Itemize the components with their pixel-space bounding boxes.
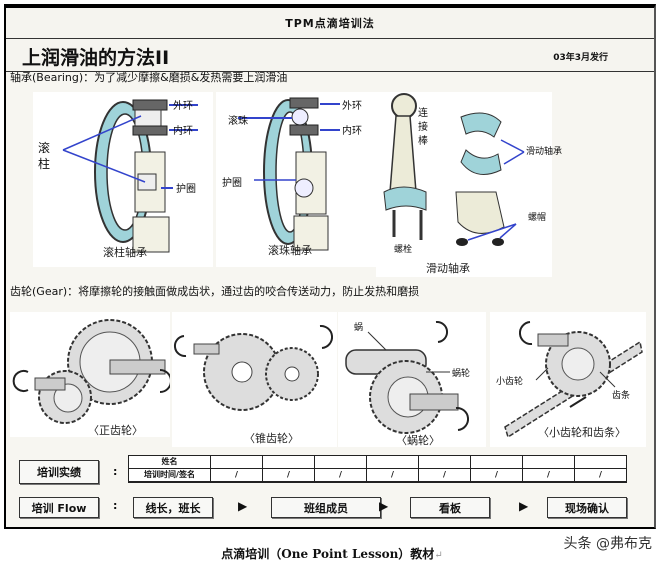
name-cell[interactable] — [262, 455, 315, 469]
time-signature-cell[interactable]: / — [262, 468, 315, 483]
roller-bearing-illustration — [62, 99, 198, 253]
watermark: 头条 @弗布克 — [563, 536, 652, 552]
footer-caption: 点滴培训（One Point Lesson）教材↵ — [0, 545, 664, 562]
name-cell[interactable] — [522, 455, 575, 469]
caption-worm-gear: 〈蜗轮〉 — [396, 434, 440, 447]
rack-pinion-figure: 小齿轮 齿条 〈小齿轮和齿条〉 — [490, 312, 646, 447]
issue-date: 03年3月发行 — [553, 53, 608, 63]
flow-step-board: 看板 — [410, 497, 490, 518]
label-worm: 蜗 — [354, 323, 364, 333]
sliding-bearing-figure: 连 接 棒 滑动轴承 螺帽 螺栓 滑动轴承 — [376, 92, 562, 277]
label-inner-ring: 内环 — [173, 126, 193, 137]
spur-gear-illustration — [12, 319, 172, 424]
time-signature-cell[interactable]: / — [574, 468, 627, 483]
ball-bearing-illustration — [238, 97, 340, 251]
label-nut: 螺帽 — [528, 213, 547, 223]
name-cell[interactable] — [366, 455, 419, 469]
spur-gear-figure: 〈正齿轮〉 — [10, 312, 172, 437]
colon: : — [113, 499, 118, 512]
caption-roller-bearing: 滚柱轴承 — [103, 246, 147, 259]
footer-text: 点滴培训（One Point Lesson）教材 — [221, 547, 435, 561]
label-rod-2: 接 — [418, 122, 428, 133]
time-signature-row: 培训时间/签名 / / / / / / / / — [128, 468, 627, 483]
flow-step-onsite-check: 现场确认 — [547, 497, 627, 518]
label-rod-1: 连 — [418, 108, 428, 119]
label-cage: 护圈 — [176, 184, 196, 195]
bevel-gear-figure: 〈锥齿轮〉 — [172, 312, 337, 447]
training-record-label: 培训实绩 — [19, 460, 99, 484]
connecting-rod-illustration — [383, 93, 525, 246]
banner: TPM点滴培训法 — [6, 8, 654, 39]
time-signature-cell[interactable]: / — [314, 468, 367, 483]
training-flow-label: 培训 Flow — [19, 497, 99, 518]
name-cell[interactable] — [314, 455, 367, 469]
title-row: 上润滑油的方法II 03年3月发行 — [6, 39, 654, 72]
name-cell[interactable] — [210, 455, 263, 469]
return-mark-icon: ↵ — [434, 550, 443, 561]
flow-arrow-icon: ▶ — [238, 499, 248, 513]
ball-bearing-figure: 滚珠 外环 内环 护圈 滚珠轴承 — [216, 92, 376, 267]
label-ball: 滚珠 — [228, 116, 248, 127]
time-signature-cell[interactable]: / — [210, 468, 263, 483]
flow-arrow-icon: ▶ — [379, 499, 389, 513]
label-inner-ring: 内环 — [342, 126, 362, 137]
label-rack: 齿条 — [612, 391, 631, 401]
time-signature-header: 培训时间/签名 — [128, 468, 211, 483]
bevel-gear-illustration — [174, 324, 334, 411]
worm-gear-illustration — [345, 320, 470, 434]
caption-rack-pinion: 〈小齿轮和齿条〉 — [538, 426, 626, 439]
gear-intro: 齿轮(Gear)：将摩擦轮的接触面做成齿状，通过齿的咬合传送动力，防止发热和磨损 — [10, 285, 420, 298]
name-cell[interactable] — [574, 455, 627, 469]
caption-spur-gear: 〈正齿轮〉 — [88, 424, 143, 437]
label-cage: 护圈 — [222, 178, 242, 189]
worm-gear-figure: 蜗 蜗轮 〈蜗轮〉 — [338, 312, 486, 447]
caption-bevel-gear: 〈锥齿轮〉 — [244, 432, 299, 445]
label-pinion: 小齿轮 — [496, 377, 524, 387]
label-outer-ring: 外环 — [342, 101, 362, 112]
label-rod-3: 棒 — [418, 136, 428, 147]
name-header: 姓名 — [128, 455, 211, 469]
colon: : — [113, 465, 118, 478]
label-worm-wheel: 蜗轮 — [452, 369, 471, 379]
label-roller-2: 柱 — [38, 157, 51, 171]
flow-step-line-leader: 线长，班长 — [133, 497, 213, 518]
time-signature-cell[interactable]: / — [470, 468, 523, 483]
caption-sliding-bearing: 滑动轴承 — [426, 262, 470, 275]
time-signature-cell[interactable]: / — [418, 468, 471, 483]
flow-arrow-icon: ▶ — [519, 499, 529, 513]
label-sliding-bearing: 滑动轴承 — [526, 147, 563, 157]
caption-ball-bearing: 滚珠轴承 — [268, 244, 312, 257]
rack-pinion-illustration — [504, 321, 643, 439]
label-outer-ring: 外环 — [173, 101, 193, 112]
time-signature-cell[interactable]: / — [522, 468, 575, 483]
flow-step-team-members: 班组成员 — [271, 497, 381, 518]
name-cell[interactable] — [470, 455, 523, 469]
name-row: 姓名 — [128, 455, 627, 469]
label-bolt: 螺栓 — [394, 245, 413, 255]
bearing-intro: 轴承(Bearing)：为了减少摩擦&磨损&发热需要上润滑油 — [10, 71, 288, 84]
page-title: 上润滑油的方法II — [22, 47, 170, 69]
label-roller-1: 滚 — [38, 141, 51, 155]
training-record-grid: 姓名 培训时间/签名 / / / / / / / / — [128, 455, 627, 483]
roller-bearing-figure: 外环 内环 滚 柱 护圈 滚柱轴承 — [33, 92, 213, 267]
name-cell[interactable] — [418, 455, 471, 469]
time-signature-cell[interactable]: / — [366, 468, 419, 483]
